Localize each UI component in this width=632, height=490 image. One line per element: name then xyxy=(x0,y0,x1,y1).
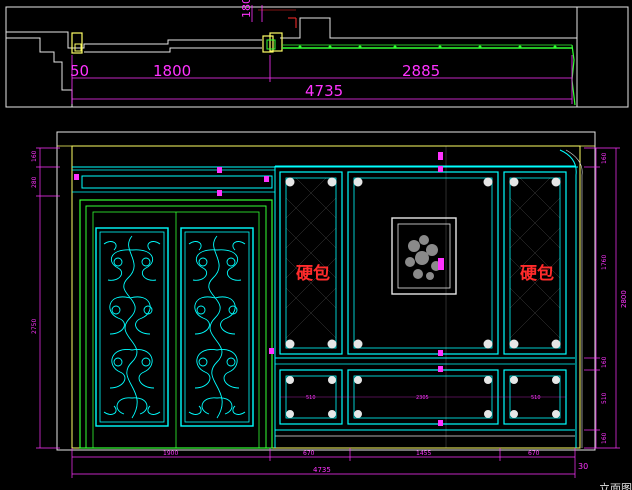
panel-center-upper xyxy=(347,171,499,355)
plan-dim-vertical: 180 xyxy=(240,0,253,18)
right-dim-5: 160 xyxy=(601,432,608,444)
small-dim-2: 2305 xyxy=(416,395,429,401)
plan-view: 50 1800 2885 4735 180 xyxy=(5,0,629,108)
bottom-dim-3: 1455 xyxy=(416,450,431,457)
elevation-view: 硬包 硬包 510 2305 510 160 280 2750 xyxy=(31,131,632,490)
wall-panels xyxy=(274,165,575,448)
door-frame xyxy=(79,199,273,449)
plan-dim-mid: 1800 xyxy=(153,62,191,80)
center-picture-art xyxy=(405,235,441,280)
left-dim-2: 280 xyxy=(31,176,38,188)
bottom-dimension-chain xyxy=(71,448,576,478)
bottom-dim-1: 1900 xyxy=(163,450,178,457)
panel-right-upper xyxy=(503,171,567,355)
right-dim-2: 1760 xyxy=(601,255,608,270)
bottom-dim-4: 670 xyxy=(528,450,540,457)
plan-dim-right: 2885 xyxy=(402,62,440,80)
small-dim-3: 510 xyxy=(531,395,541,401)
bottom-dim-2: 670 xyxy=(303,450,315,457)
plan-dim-small: 50 xyxy=(70,62,89,80)
right-door-panel xyxy=(180,227,254,427)
right-dim-total: 2800 xyxy=(620,290,628,308)
small-dim-1: 510 xyxy=(306,395,316,401)
right-dim-4: 510 xyxy=(601,392,608,404)
carved-ornament-left xyxy=(103,235,161,419)
right-dim-1: 160 xyxy=(601,152,608,164)
left-dim-1: 160 xyxy=(31,150,38,162)
carved-ornament-right xyxy=(188,235,246,419)
left-dim-3: 2750 xyxy=(31,319,38,334)
plan-dim-total: 4735 xyxy=(305,82,343,100)
panel-label-left: 硬包 xyxy=(296,263,330,284)
elevation-outer-frame xyxy=(56,131,596,451)
plan-frame xyxy=(5,6,629,108)
panel-left-upper xyxy=(279,171,343,355)
drawing-title: …立面图 xyxy=(588,481,632,490)
right-dim-3: 160 xyxy=(601,356,608,368)
panel-label-right: 硬包 xyxy=(520,263,554,284)
left-dimension-chain xyxy=(36,147,60,449)
right-dimension-chain xyxy=(584,147,620,449)
bottom-dim-total: 4735 xyxy=(313,466,331,474)
center-picture-frame xyxy=(391,217,457,295)
left-door-panel xyxy=(95,227,169,427)
bottom-dim-right: 30 xyxy=(578,462,588,471)
